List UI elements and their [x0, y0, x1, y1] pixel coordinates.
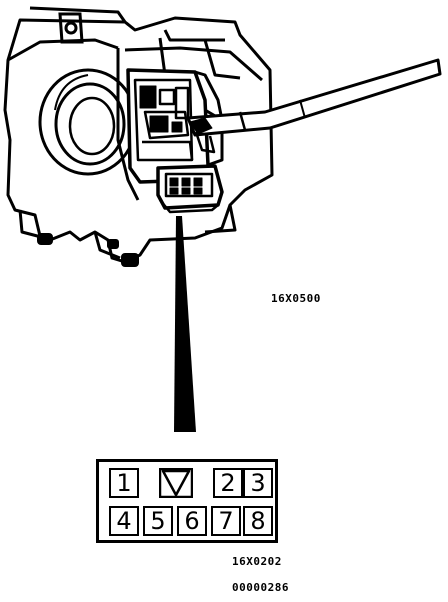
pin-5: 5 [143, 506, 173, 536]
mounting-tab [58, 12, 84, 44]
pin-number: 7 [218, 507, 234, 535]
pin-6: 6 [177, 506, 207, 536]
pin-3: 3 [243, 468, 273, 498]
pin-number: 8 [250, 507, 266, 535]
figure-code-label: 00000286 [232, 581, 289, 594]
pin-4: 4 [109, 506, 139, 536]
round-boss [38, 68, 138, 176]
callout-pointer [174, 216, 196, 432]
pin-2: 2 [213, 468, 243, 498]
switch-module [126, 68, 224, 184]
pin-number: 1 [116, 469, 132, 497]
pin-number: 3 [250, 469, 266, 497]
connector-key [158, 467, 194, 499]
pin-7: 7 [211, 506, 241, 536]
connector-pinout: 1 2 3 4 5 6 7 8 [96, 459, 278, 543]
housing-feet [37, 233, 139, 267]
test-probe [186, 58, 442, 154]
pin-number: 2 [220, 469, 236, 497]
connector-plug [156, 164, 224, 214]
connector-code-label: 16X0202 [232, 555, 282, 568]
pin-number: 4 [116, 507, 132, 535]
pin-8: 8 [243, 506, 273, 536]
illustration-code-label: 16X0500 [271, 292, 321, 305]
pin-number: 6 [184, 507, 200, 535]
pin-1: 1 [109, 468, 139, 498]
pin-number: 5 [150, 507, 166, 535]
key-triangle-icon [158, 467, 194, 499]
